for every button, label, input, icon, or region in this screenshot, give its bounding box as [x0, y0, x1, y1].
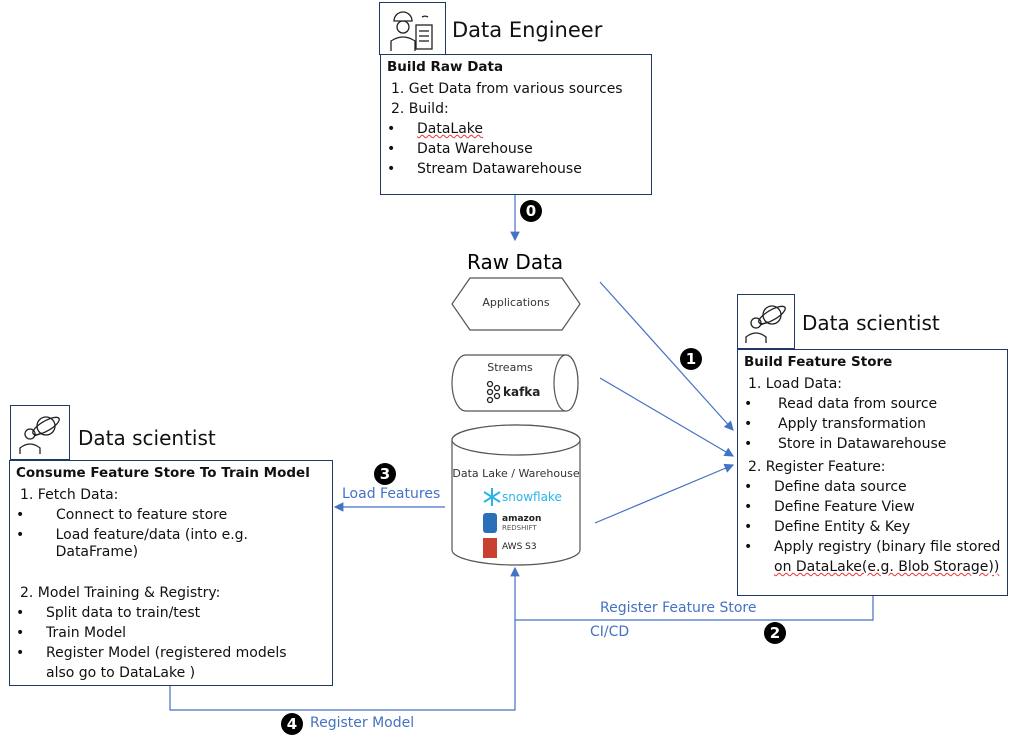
lake-label: Data Lake / Warehouse: [452, 467, 580, 480]
step-badge-0: 0: [520, 200, 542, 222]
register-feature-store-label: Register Feature Store: [600, 600, 757, 616]
redshift-sublabel: REDSHIFT: [502, 524, 537, 532]
engineer-icon: [379, 2, 446, 55]
bullet-item: •Define Feature View: [744, 499, 915, 515]
bullet-text: Define Entity & Key: [774, 519, 911, 535]
bullet-text: Train Model: [46, 625, 127, 641]
bullet-item: •Register Model (registered models: [16, 645, 287, 661]
streams-label: Streams: [487, 361, 533, 374]
bullet-item: •Apply registry (binary file stored: [744, 539, 1001, 555]
bullet-text: Split data to train/test: [46, 605, 201, 621]
register-model-label: Register Model: [310, 715, 415, 731]
bullet-item: •Read data from source: [744, 396, 938, 412]
engineer-role-title: Data Engineer: [452, 18, 603, 42]
step-line: 2. Register Feature:: [748, 459, 886, 475]
bullet-text: DataLake: [417, 121, 484, 137]
bullet-text: Define Feature View: [774, 499, 915, 515]
applications-label: Applications: [482, 296, 550, 309]
bullet-item: •Connect to feature store: [16, 507, 228, 523]
step-badge-1: 1: [680, 348, 702, 370]
bullet-text: Stream Datawarehouse: [417, 161, 582, 177]
bullet-text: Load feature/data (into e.g. DataFrame): [55, 527, 248, 560]
step-line: 2. Build:: [391, 101, 449, 117]
scientist-role-title: Data scientist: [78, 426, 216, 450]
arrow-applications-to-feature-store: [599, 281, 734, 431]
bullet-text: Connect to feature store: [56, 507, 228, 523]
arrow-streams-to-feature-store: [599, 377, 735, 457]
bullet-item: •Apply transformation: [744, 416, 927, 432]
data-scientist-icon: [737, 294, 795, 349]
bullet-item: •Train Model: [16, 625, 127, 641]
arrow-register-feature-store: [510, 566, 874, 621]
bullet-item: •Load feature/data (into e.g. DataFrame): [16, 527, 332, 561]
step-badge-4: 4: [281, 713, 303, 735]
step-line: 1. Load Data:: [748, 376, 842, 392]
bullet-text: Apply registry (binary file stored: [774, 539, 1001, 555]
bullet-continuation: also go to DataLake ): [16, 665, 332, 682]
box-title: Consume Feature Store To Train Model: [16, 465, 310, 481]
streams-cylinder-end: [553, 354, 579, 412]
applications-hexagon: [451, 277, 581, 331]
arrow-lake-to-feature-store: [594, 463, 735, 524]
bullet-text: Data Warehouse: [417, 141, 533, 157]
raw-data-title: Raw Data: [467, 250, 564, 274]
step-line: 1. Fetch Data:: [20, 487, 119, 503]
build-feature-store-box: Build Feature Store 1. Load Data: •Read …: [737, 349, 1008, 596]
snowflake-label: snowflake: [502, 490, 562, 504]
bullet-continuation: on DataLake(e.g. Blob Storage)): [744, 559, 1007, 576]
kafka-logo-icon: [486, 380, 501, 404]
bullet-item: •Store in Datawarehouse: [744, 436, 947, 452]
step-badge-3: 3: [374, 463, 396, 485]
bullet-item: •DataLake: [387, 121, 484, 137]
scientist-role-title: Data scientist: [802, 311, 940, 335]
bullet-text: Define data source: [774, 479, 907, 495]
bullet-text: also go to DataLake ): [46, 665, 196, 681]
build-raw-data-box: Build Raw Data 1. Get Data from various …: [380, 54, 652, 195]
redshift-label: amazon: [502, 514, 542, 524]
bullet-text: Read data from source: [778, 396, 938, 412]
box-title: Build Raw Data: [387, 59, 504, 75]
snowflake-logo-icon: [483, 488, 501, 506]
bullet-item: •Split data to train/test: [16, 605, 201, 621]
bullet-item: •Data Warehouse: [387, 141, 533, 157]
kafka-label: kafka: [503, 385, 541, 399]
bullet-text: Register Model (registered models: [46, 645, 287, 661]
bullet-item: •Define Entity & Key: [744, 519, 911, 535]
cicd-label: CI/CD: [590, 624, 630, 640]
bullet-item: •Stream Datawarehouse: [387, 161, 582, 177]
step-line: 1. Get Data from various sources: [391, 81, 623, 97]
box-title: Build Feature Store: [744, 354, 893, 370]
lake-cylinder-top: [451, 424, 581, 456]
arrow-register-model: [169, 620, 516, 711]
bullet-text: on DataLake(e.g. Blob Storage)): [774, 559, 1000, 575]
s3-logo-icon: [483, 538, 497, 558]
bullet-item: •Define data source: [744, 479, 907, 495]
bullet-text: Apply transformation: [778, 416, 927, 432]
consume-feature-store-box: Consume Feature Store To Train Model 1. …: [9, 460, 333, 686]
step-line: 2. Model Training & Registry:: [20, 585, 221, 601]
load-features-label: Load Features: [342, 486, 441, 502]
step-badge-2: 2: [764, 622, 786, 644]
s3-label: AWS S3: [502, 542, 537, 552]
data-scientist-icon: [10, 405, 70, 460]
redshift-logo-icon: [483, 513, 497, 533]
bullet-text: Store in Datawarehouse: [778, 436, 947, 452]
